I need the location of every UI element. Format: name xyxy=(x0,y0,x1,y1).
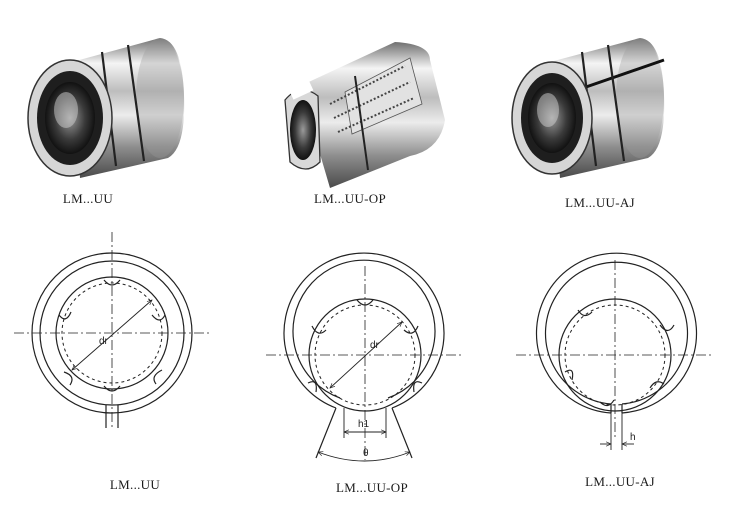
dim-label-opening: h1 xyxy=(358,419,370,430)
bearing-photo-adjustable xyxy=(511,38,665,178)
opening-angle-dimension xyxy=(318,452,410,462)
opening-sides xyxy=(315,407,413,459)
drawing-caption-adjustable: LM...UU-AJ xyxy=(585,474,655,489)
dim-label-bore: dr xyxy=(370,340,380,351)
bore-dimension-line xyxy=(72,300,152,370)
bearing-photo-open xyxy=(284,42,445,188)
ball-tracks xyxy=(564,309,675,407)
ball-tracks xyxy=(58,279,166,392)
mounting-key xyxy=(105,405,119,428)
retaining-groove xyxy=(606,44,626,162)
photo-caption-adjustable: LM...UU-AJ xyxy=(565,195,635,210)
bearing-photo-standard xyxy=(27,38,185,178)
bore-dimension-line xyxy=(330,322,402,388)
ball-tracks xyxy=(329,65,415,133)
dim-label-bore: dr xyxy=(99,336,109,347)
drawing-caption-open: LM...UU-OP xyxy=(336,480,408,495)
opening-slot xyxy=(289,81,314,100)
section-drawing-standard xyxy=(14,232,210,428)
ball-tracks xyxy=(307,299,423,393)
drawing-caption-standard: LM...UU xyxy=(109,477,161,492)
photo-caption-standard: LM...UU xyxy=(62,191,114,206)
outer-ring-inner-edge xyxy=(292,259,436,399)
section-drawing-adjustable xyxy=(516,252,714,450)
dim-label-angle: θ xyxy=(363,448,369,459)
retaining-groove xyxy=(126,44,146,162)
bore xyxy=(290,100,316,160)
photo-caption-open: LM...UU-OP xyxy=(314,191,386,206)
outer-ring xyxy=(283,252,445,409)
retaining-groove xyxy=(354,75,369,171)
outer-ring xyxy=(535,252,698,414)
dim-label-slit: h xyxy=(630,432,636,443)
outer-ring-inner-edge xyxy=(544,261,689,405)
section-drawing-open xyxy=(266,252,464,462)
